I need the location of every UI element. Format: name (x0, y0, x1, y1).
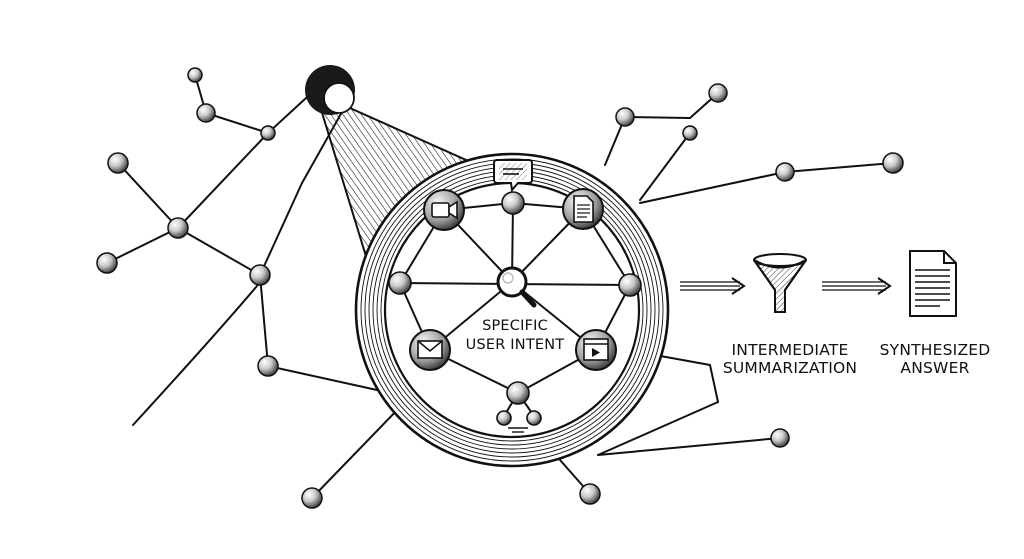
network-node (770, 428, 790, 448)
inner-network-nodes (388, 191, 642, 297)
document-icon (562, 188, 604, 230)
network-node (167, 217, 189, 239)
summarization-label-line2: SUMMARIZATION (722, 359, 858, 377)
center-label-line1: SPECIFIC (482, 318, 548, 334)
summarization-label: INTERMEDIATE SUMMARIZATION (705, 341, 875, 377)
speech-bubble-icon (493, 159, 533, 193)
magnifier-icon (496, 266, 537, 308)
arrow-to-summarization (680, 277, 746, 295)
network-node (615, 107, 635, 127)
center-intent-label: SPECIFIC USER INTENT (440, 317, 590, 355)
network-node (501, 191, 525, 215)
center-label-line2: USER INTENT (465, 337, 565, 353)
funnel-icon (753, 253, 807, 313)
envelope-icon (409, 329, 451, 371)
answer-label-line2: ANSWER (900, 359, 970, 377)
spotlight-source (305, 65, 355, 115)
arrow-to-answer (822, 277, 892, 295)
network-node (107, 152, 129, 174)
answer-label: SYNTHESIZED ANSWER (860, 341, 1010, 377)
network-node (775, 162, 795, 182)
network-node (249, 264, 271, 286)
network-node (618, 273, 642, 297)
network-node (257, 355, 279, 377)
network-node (260, 125, 276, 141)
answer-document-icon (909, 250, 957, 317)
video-player-icon (575, 329, 617, 371)
network-node (187, 67, 203, 83)
network-node (682, 125, 698, 141)
network-node (708, 83, 728, 103)
network-node (579, 483, 601, 505)
network-node (388, 271, 412, 295)
network-node (96, 252, 118, 274)
outer-network-nodes (96, 67, 904, 509)
network-node (196, 103, 216, 123)
network-node-icon (496, 381, 542, 433)
network-node (301, 487, 323, 509)
video-camera-icon (423, 189, 465, 231)
answer-label-line1: SYNTHESIZED (879, 341, 991, 359)
summarization-label-line1: INTERMEDIATE (731, 341, 849, 359)
network-node (882, 152, 904, 174)
